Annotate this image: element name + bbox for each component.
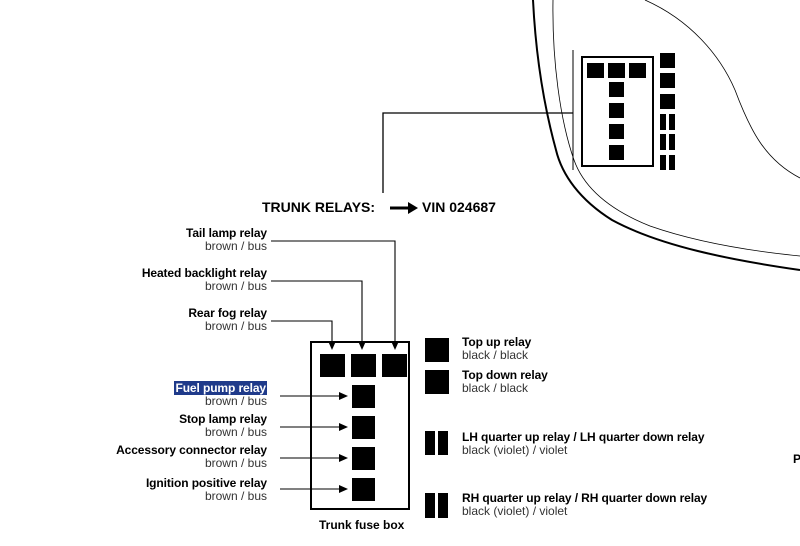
relay-wiring: black / black xyxy=(462,381,529,395)
mini-relay xyxy=(660,114,666,130)
arrowhead-accessory-connector xyxy=(339,454,348,462)
relay-slot-lh-quarter-up xyxy=(425,431,435,455)
relay-label-accessory-connector: Accessory connector relay brown / bus xyxy=(116,444,267,470)
relay-name: LH quarter up relay / LH quarter down re… xyxy=(462,430,705,444)
mini-relay xyxy=(660,73,675,88)
mini-relay xyxy=(609,82,624,97)
relay-wiring: brown / bus xyxy=(204,394,267,408)
relay-name: RH quarter up relay / RH quarter down re… xyxy=(462,491,708,505)
title-arrow-head xyxy=(408,202,418,214)
relay-slot-accessory-connector xyxy=(352,447,375,470)
relay-slot-rh-quarter-up xyxy=(425,493,435,518)
diagram-title-vin: VIN 024687 xyxy=(422,199,496,215)
leader-heated-backlight xyxy=(271,280,363,343)
relay-wiring: black (violet) / violet xyxy=(462,443,568,457)
relay-label-ignition-positive: Ignition positive relay brown / bus xyxy=(146,477,267,503)
relay-slot-top-up xyxy=(425,338,449,362)
fuse-box-caption: Trunk fuse box xyxy=(319,518,405,532)
relay-wiring: brown / bus xyxy=(204,489,267,503)
arrowhead-fuel-pump xyxy=(339,392,348,400)
mini-relay xyxy=(660,134,666,150)
relay-wiring: brown / bus xyxy=(204,319,267,333)
mini-relay xyxy=(587,63,604,78)
arrowhead-tail-lamp xyxy=(391,341,399,350)
edge-text: P xyxy=(793,452,800,466)
relay-slot-rh-quarter-down xyxy=(438,493,448,518)
relay-slot-top-down xyxy=(425,370,449,394)
relay-wiring: brown / bus xyxy=(204,239,267,253)
car-body-inner-line xyxy=(552,0,800,257)
relay-slot-rear-fog xyxy=(320,354,345,377)
relay-wiring: brown / bus xyxy=(204,425,267,439)
relay-wiring: black (violet) / violet xyxy=(462,504,568,518)
relay-slot-stop-lamp xyxy=(352,416,375,439)
relay-name-highlighted: Fuel pump relay xyxy=(174,381,267,395)
arrowhead-heated-backlight xyxy=(358,341,366,350)
mini-relay xyxy=(608,63,625,78)
relay-label-rear-fog: Rear fog relay brown / bus xyxy=(188,307,267,333)
relay-name: Top up relay xyxy=(462,335,532,349)
diagram-title-prefix: TRUNK RELAYS: xyxy=(262,199,376,215)
relay-slot-heated-backlight xyxy=(351,354,376,377)
mini-relay xyxy=(660,94,675,109)
relay-slot-lh-quarter-down xyxy=(438,431,448,455)
relay-name: Rear fog relay xyxy=(188,306,267,320)
relay-label-top-down: Top down relay black / black xyxy=(462,369,548,395)
arrowhead-ignition-positive xyxy=(339,485,348,493)
leader-rear-fog xyxy=(271,320,333,343)
relay-name: Tail lamp relay xyxy=(186,226,267,240)
mini-relay xyxy=(669,114,675,130)
mini-relay xyxy=(669,155,675,170)
mini-relay xyxy=(660,53,675,68)
relay-wiring: brown / bus xyxy=(204,279,267,293)
relay-name: Ignition positive relay xyxy=(145,476,267,490)
mini-relay xyxy=(609,145,624,160)
mini-relay xyxy=(660,155,666,170)
trunk-lid-outline xyxy=(644,0,800,179)
relay-label-tail-lamp: Tail lamp relay brown / bus xyxy=(186,227,267,253)
relay-name: Heated backlight relay xyxy=(141,266,267,280)
mini-relay xyxy=(629,63,646,78)
relay-slot-ignition-positive xyxy=(352,478,375,501)
relay-name: Accessory connector relay xyxy=(116,443,267,457)
relay-label-stop-lamp: Stop lamp relay brown / bus xyxy=(179,413,267,439)
car-body-outline xyxy=(532,0,800,271)
mini-relay xyxy=(669,134,675,150)
mini-relay xyxy=(609,124,624,139)
relay-wiring: black / black xyxy=(462,348,529,362)
relay-label-top-up: Top up relay black / black xyxy=(462,336,531,362)
relay-label-heated-backlight: Heated backlight relay brown / bus xyxy=(142,267,267,293)
relay-slot-tail-lamp xyxy=(382,354,407,377)
mini-relay xyxy=(609,103,624,118)
arrowhead-stop-lamp xyxy=(339,423,348,431)
relay-slot-fuel-pump xyxy=(352,385,375,408)
relay-label-fuel-pump: Fuel pump relay brown / bus xyxy=(174,381,267,408)
mini-fuse-box xyxy=(581,56,654,167)
title-leader-line xyxy=(382,112,573,193)
leader-tail-lamp xyxy=(271,240,396,343)
arrowhead-rear-fog xyxy=(328,341,336,350)
relay-label-rh-quarter: RH quarter up relay / RH quarter down re… xyxy=(462,492,707,518)
relay-wiring: brown / bus xyxy=(204,456,267,470)
relay-label-lh-quarter: LH quarter up relay / LH quarter down re… xyxy=(462,430,705,457)
relay-name: Stop lamp relay xyxy=(179,412,267,426)
relay-name: Top down relay xyxy=(462,368,548,382)
